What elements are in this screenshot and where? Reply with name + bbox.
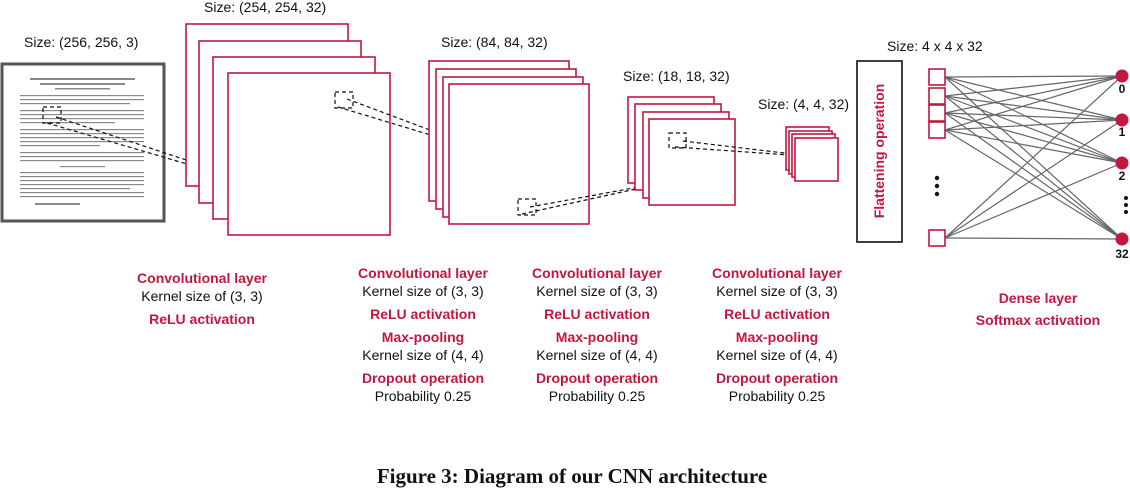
conv3-op-dropout: Dropout operation: [536, 370, 658, 386]
flat-neuron: [928, 104, 946, 122]
softmax-label: Softmax activation: [976, 312, 1100, 328]
conv1-size-label: Size: (254, 254, 32): [204, 0, 326, 15]
flatten-size-label: Size: 4 x 4 x 32: [887, 38, 983, 54]
output-neuron: [1115, 232, 1129, 246]
kernel-window-3: [668, 132, 687, 149]
input-image: Size: (256, 256, 3): [0, 34, 166, 223]
ellipsis-dot: [934, 191, 940, 197]
feature-map-stack-4: Size: (4, 4, 32): [758, 96, 849, 182]
receptive-field-link: [55, 116, 287, 194]
conv2-op-conv: Convolutional layer: [358, 265, 488, 281]
conv2-op-relu: ReLU activation: [370, 306, 476, 322]
conv3-op-pool-kernel: Kernel size of (4, 4): [536, 347, 657, 363]
dense-description: Dense layer Softmax activation: [976, 290, 1100, 328]
ellipsis-dot: [1124, 196, 1128, 200]
kernel-window-2: [517, 198, 537, 216]
document-thumbnail: [20, 78, 144, 205]
flattened-neurons: [928, 68, 946, 247]
feature-map: [227, 72, 391, 236]
ellipsis-dot: [934, 183, 940, 189]
receptive-field-link: [521, 179, 678, 215]
conv2-op-pool-kernel: Kernel size of (4, 4): [362, 347, 483, 363]
ellipsis-dot: [1124, 203, 1128, 207]
input-image-frame: [0, 62, 166, 223]
conv3-op-kernel: Kernel size of (3, 3): [536, 283, 657, 299]
receptive-field-link: [529, 179, 678, 208]
feature-map: [448, 83, 590, 225]
conv3-op-maxpool: Max-pooling: [556, 329, 638, 345]
conv4-description: Convolutional layer Kernel size of (3, 3…: [712, 265, 842, 404]
conv3-description: Convolutional layer Kernel size of (3, 3…: [532, 265, 662, 404]
output-neuron: [1115, 156, 1129, 170]
dense-layer-label: Dense layer: [999, 290, 1078, 306]
ellipsis-dot: [1124, 210, 1128, 214]
conv4-op-pool-kernel: Kernel size of (4, 4): [716, 347, 837, 363]
conv2-op-dropout: Dropout operation: [362, 370, 484, 386]
conv4-op-dropout: Dropout operation: [716, 370, 838, 386]
output-label-1: 1: [1119, 125, 1126, 139]
conv1-description: Convolutional layer Kernel size of (3, 3…: [137, 270, 267, 327]
conv4-op-relu: ReLU activation: [724, 306, 830, 322]
conv2-op-maxpool: Max-pooling: [382, 329, 464, 345]
flat-neuron: [928, 68, 946, 86]
feature-map-stack-1: Size: (254, 254, 32): [185, 0, 391, 236]
kernel-window-1: [334, 91, 354, 109]
conv4-op-maxpool: Max-pooling: [736, 329, 818, 345]
conv4-op-kernel: Kernel size of (3, 3): [716, 283, 837, 299]
flat-neuron: [928, 121, 946, 139]
conv3-op-conv: Convolutional layer: [532, 265, 662, 281]
output-label-0: 0: [1119, 82, 1126, 96]
conv4-op-conv: Convolutional layer: [712, 265, 842, 281]
feature-map: [648, 118, 736, 206]
flatten-block: Flattening operation Size: 4 x 4 x 32: [856, 38, 983, 243]
output-label-2: 2: [1119, 169, 1126, 183]
conv1-op-conv: Convolutional layer: [137, 270, 267, 286]
conv3-op-relu: ReLU activation: [544, 306, 650, 322]
output-neurons: 0 1 2 32: [1115, 69, 1129, 261]
conv1-op-kernel: Kernel size of (3, 3): [141, 288, 262, 304]
output-neuron: [1115, 113, 1129, 127]
conv4-size-label: Size: (4, 4, 32): [758, 96, 849, 112]
conv1-op-relu: ReLU activation: [149, 311, 255, 327]
flat-neuron: [928, 87, 946, 105]
output-neuron: [1115, 69, 1129, 83]
input-size-label: Size: (256, 256, 3): [24, 34, 138, 50]
feature-map: [794, 137, 839, 182]
dense-connections: [944, 75, 1123, 240]
output-label-32: 32: [1115, 247, 1129, 261]
conv3-size-label: Size: (18, 18, 32): [623, 68, 730, 84]
ellipsis-dot: [934, 175, 940, 181]
flatten-label: Flattening operation: [871, 84, 887, 219]
figure-caption: Figure 3: Diagram of our CNN architectur…: [377, 464, 767, 488]
conv4-op-probability: Probability 0.25: [729, 388, 826, 404]
kernel-window-input: [42, 106, 62, 124]
flatten-box: [856, 60, 903, 243]
conv2-size-label: Size: (84, 84, 32): [441, 34, 548, 50]
conv2-op-kernel: Kernel size of (3, 3): [362, 283, 483, 299]
flat-neuron: [928, 229, 946, 247]
conv2-op-probability: Probability 0.25: [375, 388, 472, 404]
conv3-op-probability: Probability 0.25: [549, 388, 646, 404]
feature-map-stack-3: Size: (18, 18, 32): [623, 68, 736, 206]
feature-map-stack-2: Size: (84, 84, 32): [428, 34, 590, 225]
conv2-description: Convolutional layer Kernel size of (3, 3…: [358, 265, 488, 404]
